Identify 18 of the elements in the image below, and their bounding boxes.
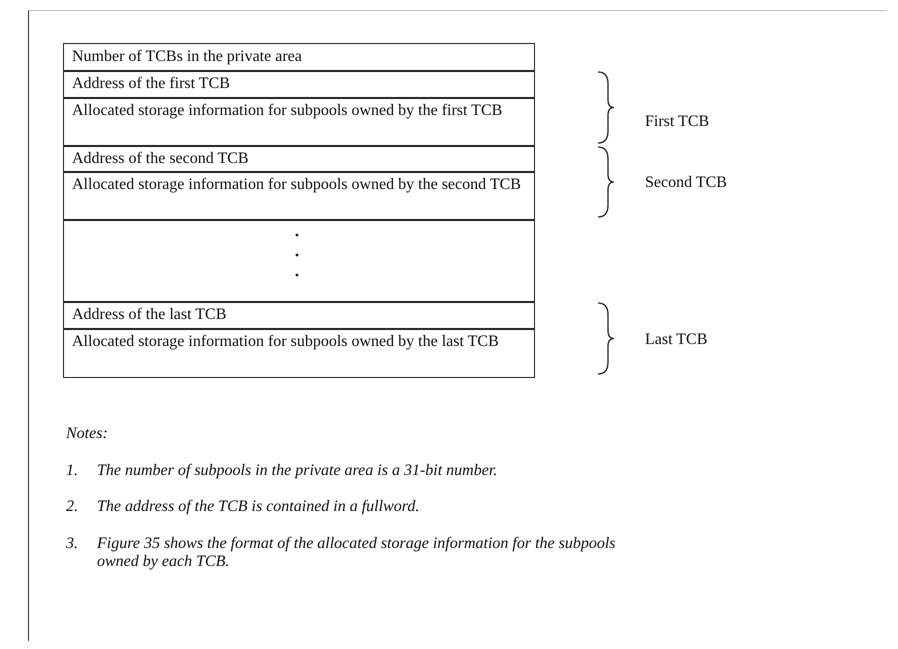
- note-text: The address of the TCB is contained in a fullword.: [97, 498, 420, 516]
- table-cell: Allocated storage information for subpools owned by the last TCB: [63, 328, 535, 378]
- note-text: Figure 35 shows the format of the allocated storage information for the subpools owned by each TCB.: [97, 535, 617, 571]
- table-cell: Address of the second TCB: [63, 145, 535, 172]
- empty-cell: [63, 219, 535, 302]
- group-label: First TCB: [645, 113, 710, 131]
- notes-heading: Notes:: [66, 425, 108, 443]
- note-number: 1.: [66, 462, 78, 480]
- group-label: Second TCB: [645, 174, 727, 192]
- group-label: Last TCB: [645, 331, 708, 349]
- note-number: 3.: [66, 535, 78, 553]
- table-cell: Address of the first TCB: [63, 70, 535, 98]
- table-cell: Allocated storage information for subpools owned by the second TCB: [63, 171, 535, 220]
- table-cell: Address of the last TCB: [63, 301, 535, 330]
- note-text: The number of subpools in the private area is a 31-bit number.: [97, 462, 498, 480]
- note-number: 2.: [66, 498, 78, 516]
- table-cell: Number of TCBs in the private area: [63, 43, 535, 72]
- table-cell: Allocated storage information for subpools owned by the first TCB: [63, 97, 535, 146]
